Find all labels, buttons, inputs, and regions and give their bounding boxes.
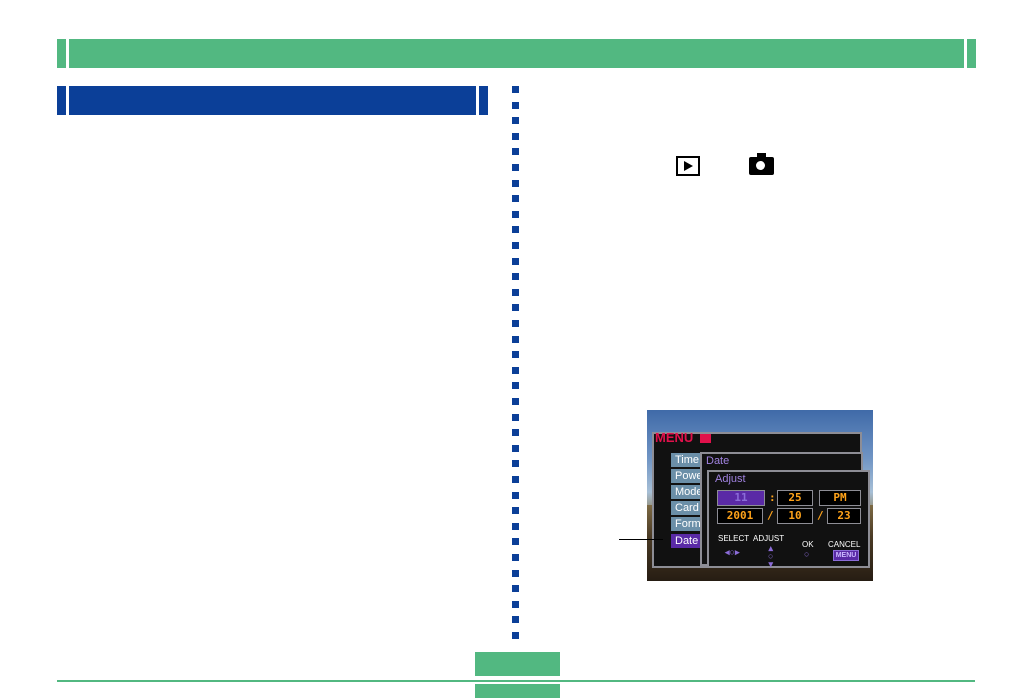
lcd-record-menu-icon — [700, 434, 711, 443]
divider-dot — [512, 335, 519, 343]
divider-dot — [512, 132, 519, 140]
footer-rule — [57, 680, 975, 682]
lcd-date-panel-title: Date — [706, 455, 730, 467]
divider-dot — [512, 444, 519, 452]
lcd-day-field: 23 — [827, 508, 861, 524]
divider-dot — [512, 554, 519, 561]
divider-dot — [512, 491, 519, 499]
divider-dot — [512, 476, 519, 483]
lcd-ok-button-icon: ○ — [804, 549, 810, 559]
lcd-time-separator: : — [769, 491, 776, 504]
divider-dot — [512, 226, 519, 234]
lcd-menu-title: MENU — [655, 430, 694, 445]
lcd-left-right-arrows-icon: ◂○▸ — [725, 547, 740, 557]
lcd-menu-button-icon: MENU — [833, 550, 859, 561]
camera-lcd-screenshot: MENU Time Power Mode Card Format Date Da… — [647, 410, 873, 581]
divider-dot — [512, 117, 519, 125]
divider-dot — [512, 86, 519, 93]
header-bar-notch-left — [66, 39, 69, 68]
lcd-minute-field: 25 — [777, 490, 813, 506]
divider-dot — [512, 600, 519, 608]
play-mode-icon — [676, 156, 700, 176]
divider-dot — [512, 210, 519, 218]
divider-dot — [512, 148, 519, 156]
divider-dot — [512, 507, 519, 515]
divider-dot — [512, 616, 519, 624]
page-number-tab-lower — [475, 684, 560, 698]
divider-dot — [512, 413, 519, 421]
divider-dot — [512, 288, 519, 296]
lcd-hint-ok: OK — [802, 540, 814, 549]
divider-dot — [512, 195, 519, 203]
lcd-date-separator-1: / — [767, 509, 774, 522]
lcd-up-down-arrows-icon: ▴○▾ — [768, 543, 774, 569]
lcd-hint-select: SELECT — [718, 534, 750, 543]
divider-dot — [512, 304, 519, 312]
header-bar-notch-right — [964, 39, 967, 68]
lcd-hour-field: 11 — [717, 490, 765, 506]
divider-dot — [512, 460, 519, 468]
header-bar — [57, 39, 976, 68]
column-divider — [512, 86, 520, 642]
record-mode-icon — [749, 153, 774, 175]
divider-dot — [512, 273, 519, 281]
divider-dot — [512, 632, 519, 639]
lcd-date-separator-2: / — [817, 509, 824, 522]
section-bar-notch-right — [476, 86, 479, 115]
divider-dot — [512, 522, 519, 530]
divider-dot — [512, 101, 519, 109]
page-number-tab — [475, 652, 560, 676]
section-title-bar — [57, 86, 488, 115]
divider-dot — [512, 179, 519, 187]
section-bar-notch-left — [66, 86, 69, 115]
lcd-hint-cancel: CANCEL — [828, 540, 861, 549]
lcd-hint-adjust: ADJUST — [753, 534, 785, 543]
lcd-month-field: 10 — [777, 508, 813, 524]
divider-dot — [512, 585, 519, 593]
lcd-year-field: 2001 — [717, 508, 763, 524]
divider-dot — [512, 320, 519, 327]
divider-dot — [512, 569, 519, 577]
divider-dot — [512, 398, 519, 405]
lcd-adjust-panel-title: Adjust — [715, 473, 746, 485]
divider-dot — [512, 382, 519, 390]
divider-dot — [512, 366, 519, 374]
callout-line — [619, 539, 663, 540]
divider-dot — [512, 164, 519, 171]
divider-dot — [512, 257, 519, 265]
divider-dot — [512, 351, 519, 359]
divider-dot — [512, 538, 519, 546]
lcd-ampm-field: PM — [819, 490, 861, 506]
divider-dot — [512, 429, 519, 437]
divider-dot — [512, 242, 519, 249]
